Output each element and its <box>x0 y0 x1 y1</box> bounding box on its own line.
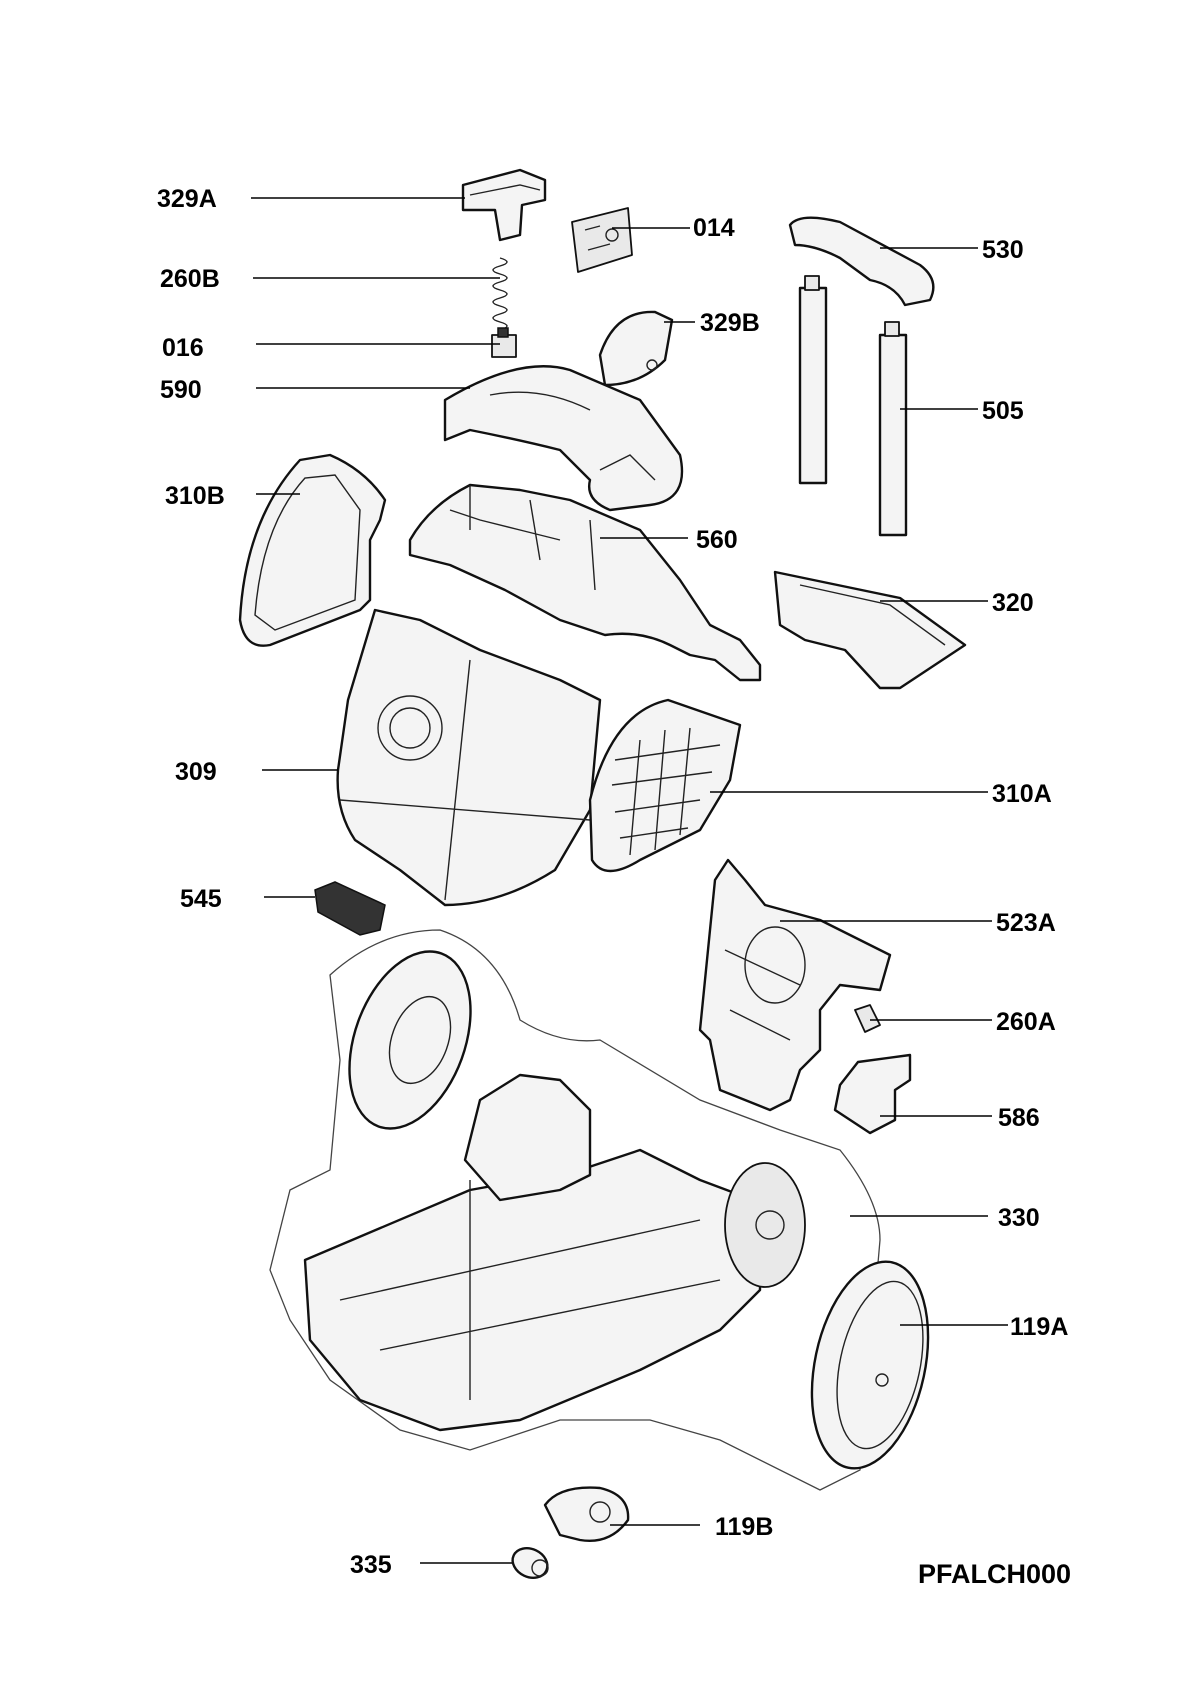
part-310A <box>588 698 742 873</box>
leader-lines <box>251 197 1008 1564</box>
label-335: 335 <box>350 1551 392 1579</box>
part-523A <box>698 858 892 1112</box>
part-labels: 329A 260B 016 590 310B 014 329B 530 505 … <box>157 185 1068 1579</box>
part-119A <box>810 1260 930 1470</box>
part-329A <box>461 168 547 242</box>
part-320 <box>773 570 967 690</box>
label-590: 590 <box>160 376 202 404</box>
label-545: 545 <box>180 885 222 913</box>
label-119B: 119B <box>715 1513 773 1541</box>
part-309 <box>336 608 602 907</box>
part-260B <box>492 257 508 331</box>
label-309: 309 <box>175 758 217 786</box>
label-330: 330 <box>998 1204 1040 1232</box>
part-590 <box>443 365 684 512</box>
diagram-code: PFALCH000 <box>918 1559 1071 1589</box>
part-329B <box>598 310 674 387</box>
part-014 <box>571 207 633 273</box>
part-586 <box>833 1053 912 1135</box>
label-560: 560 <box>696 526 738 554</box>
label-586: 586 <box>998 1104 1040 1132</box>
part-119B <box>543 1486 630 1542</box>
part-310B <box>238 453 387 647</box>
part-330 <box>269 929 881 1491</box>
part-335 <box>511 1547 549 1579</box>
part-560 <box>408 483 762 682</box>
label-016: 016 <box>162 334 204 362</box>
label-260A: 260A <box>996 1008 1056 1036</box>
label-310A: 310A <box>992 780 1052 808</box>
part-545 <box>314 881 386 936</box>
label-260B: 260B <box>160 265 220 293</box>
label-320: 320 <box>992 589 1034 617</box>
label-523A: 523A <box>996 909 1056 937</box>
label-329A: 329A <box>157 185 217 213</box>
part-016 <box>491 327 517 358</box>
part-505 <box>798 275 908 537</box>
label-014: 014 <box>693 214 735 242</box>
part-260A <box>854 1004 881 1033</box>
label-119A: 119A <box>1010 1313 1068 1341</box>
label-530: 530 <box>982 236 1024 264</box>
label-505: 505 <box>982 397 1024 425</box>
label-310B: 310B <box>165 482 225 510</box>
part-530 <box>788 216 935 307</box>
label-329B: 329B <box>700 309 760 337</box>
